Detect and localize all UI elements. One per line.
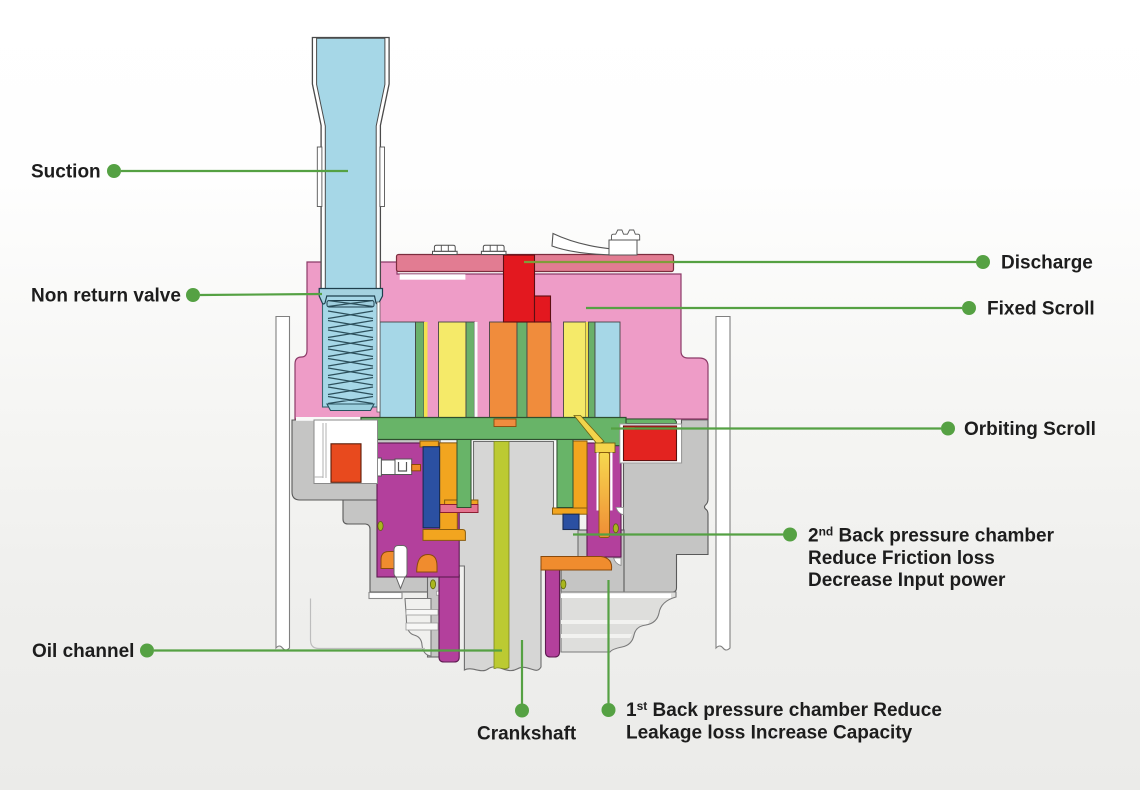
svg-text:Non return valve: Non return valve xyxy=(31,286,181,307)
svg-text:Reduce Friction loss: Reduce Friction loss xyxy=(808,548,995,569)
svg-text:1st Back pressure chamber Redu: 1st Back pressure chamber Reduce xyxy=(626,699,942,721)
svg-text:Decrease Input power: Decrease Input power xyxy=(808,570,1006,591)
svg-text:Crankshaft: Crankshaft xyxy=(477,724,577,745)
svg-text:Suction: Suction xyxy=(31,162,101,183)
svg-text:Leakage loss Increase Capacity: Leakage loss Increase Capacity xyxy=(626,723,913,744)
svg-text:Oil channel: Oil channel xyxy=(32,641,134,662)
svg-text:2nd Back pressure chamber: 2nd Back pressure chamber xyxy=(808,525,1055,547)
svg-text:Discharge: Discharge xyxy=(1001,253,1093,274)
svg-text:Orbiting Scroll: Orbiting Scroll xyxy=(964,419,1096,440)
svg-text:Fixed Scroll: Fixed Scroll xyxy=(987,299,1095,320)
